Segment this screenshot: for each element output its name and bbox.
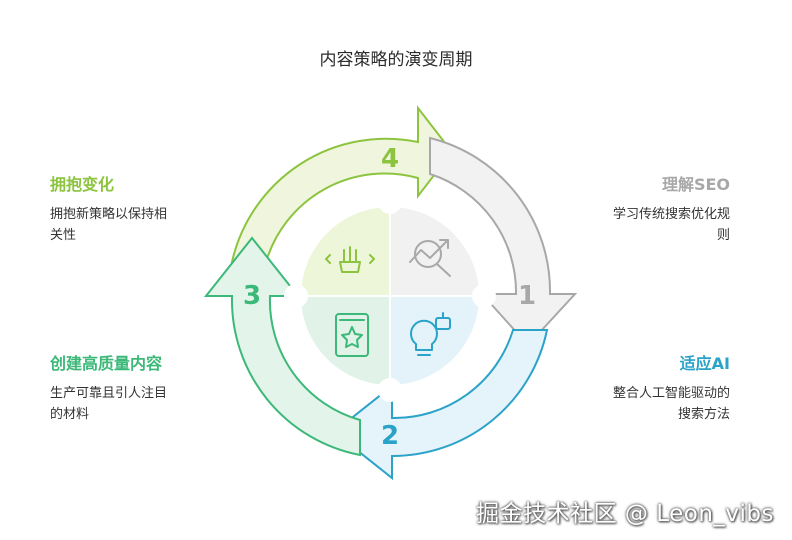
diagram-title: 内容策略的演变周期: [319, 50, 473, 70]
stage-3-title: 创建高质量内容: [50, 354, 163, 373]
stage-2-desc-line-1: 整合人工智能驱动的: [612, 386, 730, 401]
stage-4-desc-line-2: 关性: [50, 228, 77, 243]
stage-2-title: 适应AI: [679, 354, 730, 373]
stage-1-desc-line-1: 学习传统搜索优化规: [612, 207, 730, 222]
stage-4-number: 4: [381, 144, 399, 174]
stage-2-description: 整合人工智能驱动的 搜索方法: [540, 383, 730, 425]
pie-quadrant-4: [296, 202, 390, 296]
pie-quadrant-1: [390, 202, 484, 296]
stage-3-desc-line-1: 生产可靠且引人注目: [50, 386, 168, 401]
stage-1-desc-line-2: 则: [716, 228, 730, 243]
stage-4-arrow: [230, 105, 454, 263]
stage-2-number: 2: [381, 421, 399, 451]
stage-3-description: 生产可靠且引人注目 的材料: [50, 383, 240, 425]
hand-gesture-icon: [325, 246, 375, 273]
pie-quadrant-3: [296, 296, 390, 390]
stage-4-description: 拥抱新策略以保持相 关性: [50, 204, 240, 246]
pie-quadrant-2: [390, 296, 484, 390]
stage-3-arrow: [203, 236, 361, 457]
stage-3-desc-line-2: 的材料: [50, 407, 90, 422]
search-chart-icon: [409, 239, 451, 277]
stage-2-arrow: [332, 329, 549, 481]
stage-4-title: 拥抱变化: [50, 175, 115, 194]
lightbulb-robot-icon: [410, 312, 451, 356]
stage-2-desc-line-2: 搜索方法: [677, 407, 730, 422]
stage-1-description: 学习传统搜索优化规 则: [540, 204, 730, 246]
stage-3-number: 3: [243, 281, 261, 311]
stage-1-arrow: [429, 136, 578, 347]
stage-1-title: 理解SEO: [661, 175, 730, 194]
stage-1-number: 1: [518, 281, 536, 311]
watermark: 掘金技术社区 @ Leon_vibs: [476, 501, 774, 527]
book-star-icon: [335, 313, 369, 357]
stage-4-desc-line-1: 拥抱新策略以保持相: [50, 207, 168, 222]
